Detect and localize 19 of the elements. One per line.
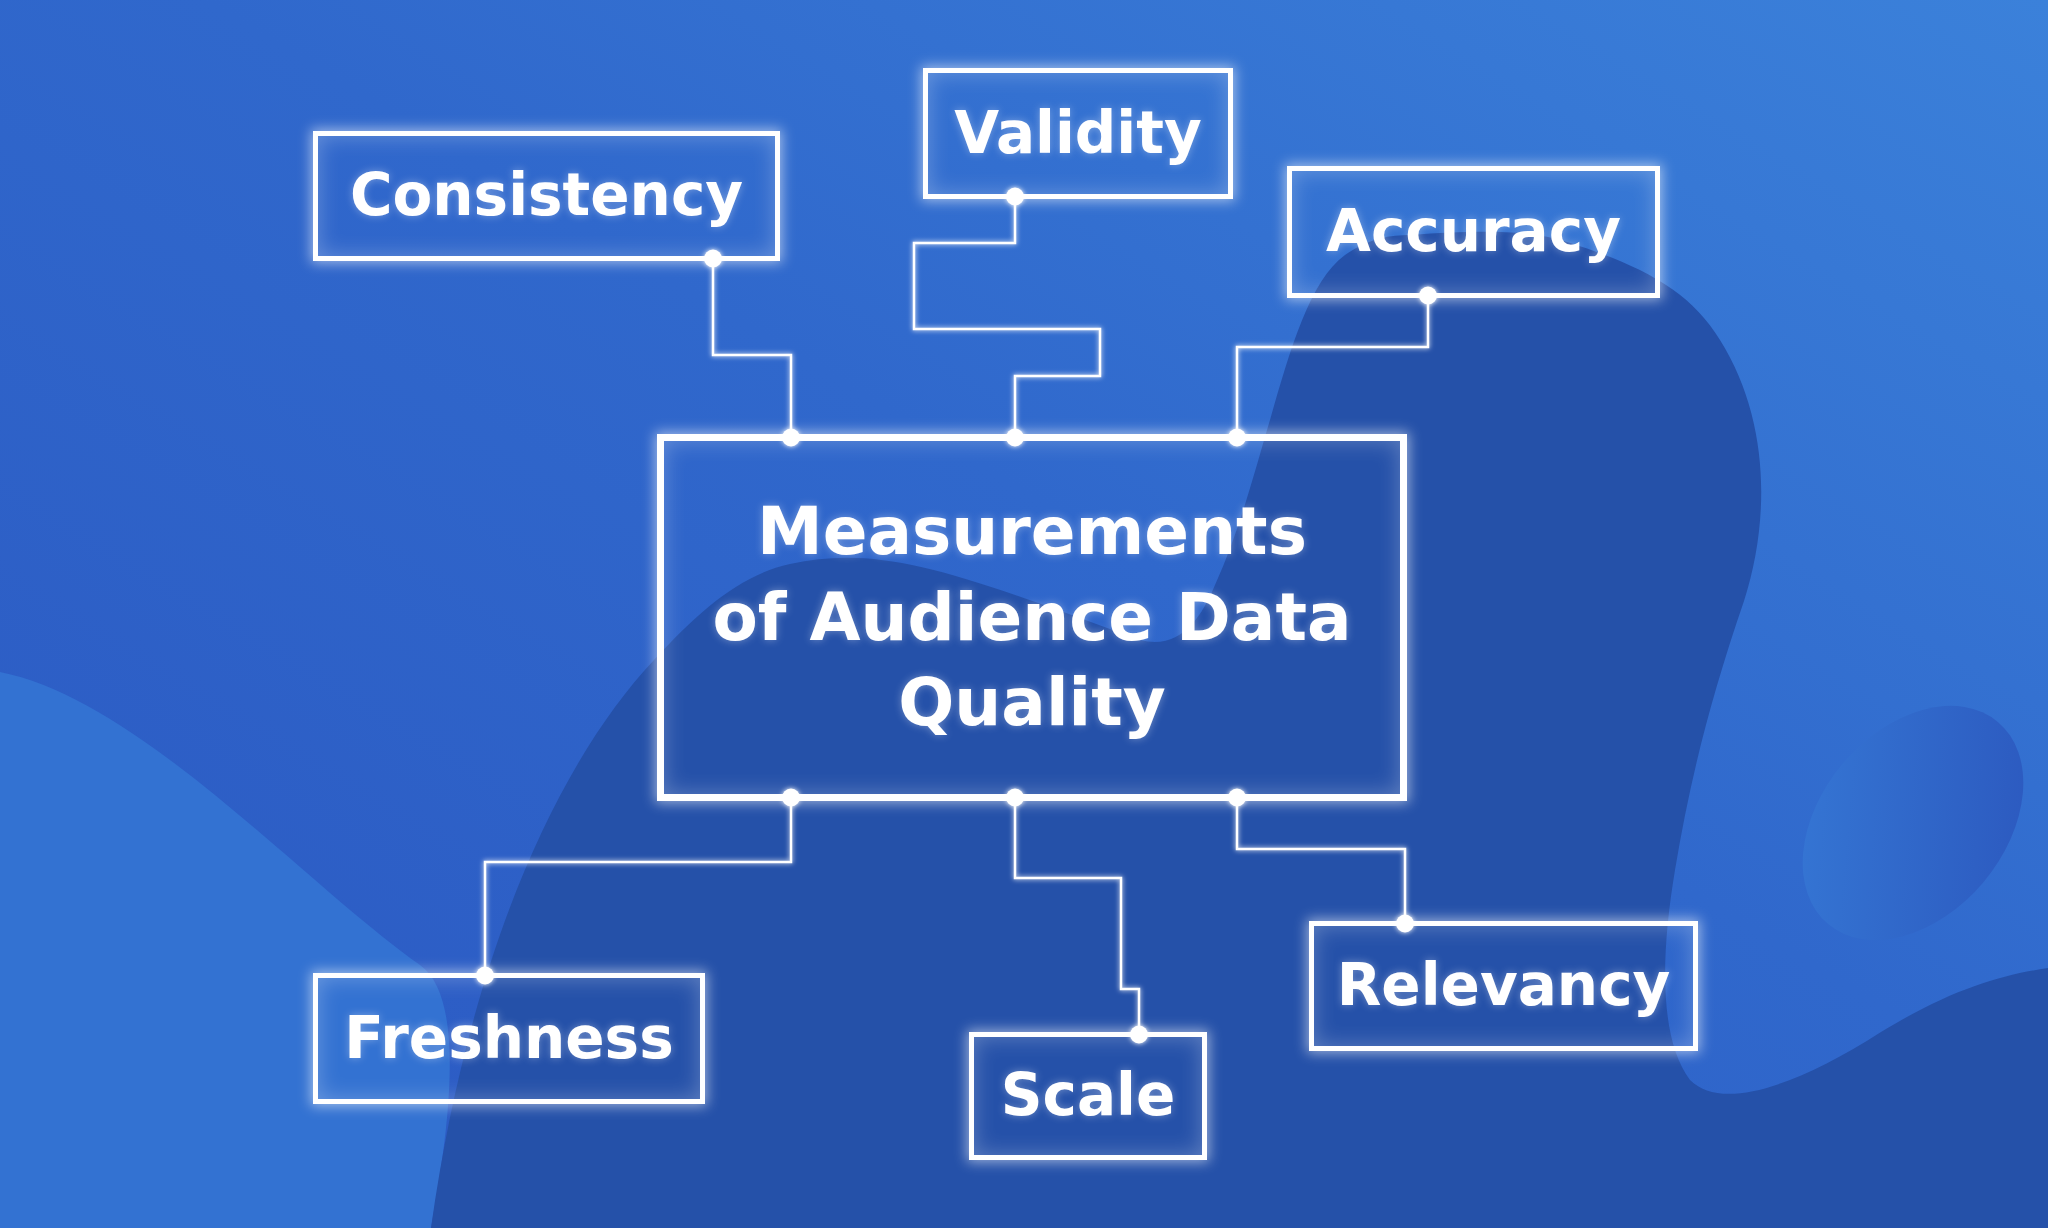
- category-label: Relevancy: [1336, 951, 1671, 1021]
- category-box: [1309, 921, 1698, 1051]
- connector-line: [912, 187, 1102, 447]
- category-label: Freshness: [344, 1003, 674, 1074]
- connector-line: [476, 788, 800, 985]
- category-box: [923, 68, 1233, 199]
- connector-line: [1006, 788, 1148, 1044]
- connector-line: [704, 249, 800, 447]
- category-box: [313, 131, 780, 261]
- connector-line: [1228, 286, 1437, 447]
- category-box: [1287, 166, 1660, 298]
- category-label: Scale: [1000, 1061, 1176, 1131]
- category-label: Validity: [954, 98, 1202, 169]
- topic-title: Measurements of Audience Data Quality: [711, 491, 1353, 744]
- connector-line: [1228, 788, 1414, 933]
- category-box: [969, 1032, 1207, 1160]
- topic-box: [657, 434, 1407, 801]
- category-label: Consistency: [349, 161, 744, 231]
- category-label: Accuracy: [1326, 197, 1621, 267]
